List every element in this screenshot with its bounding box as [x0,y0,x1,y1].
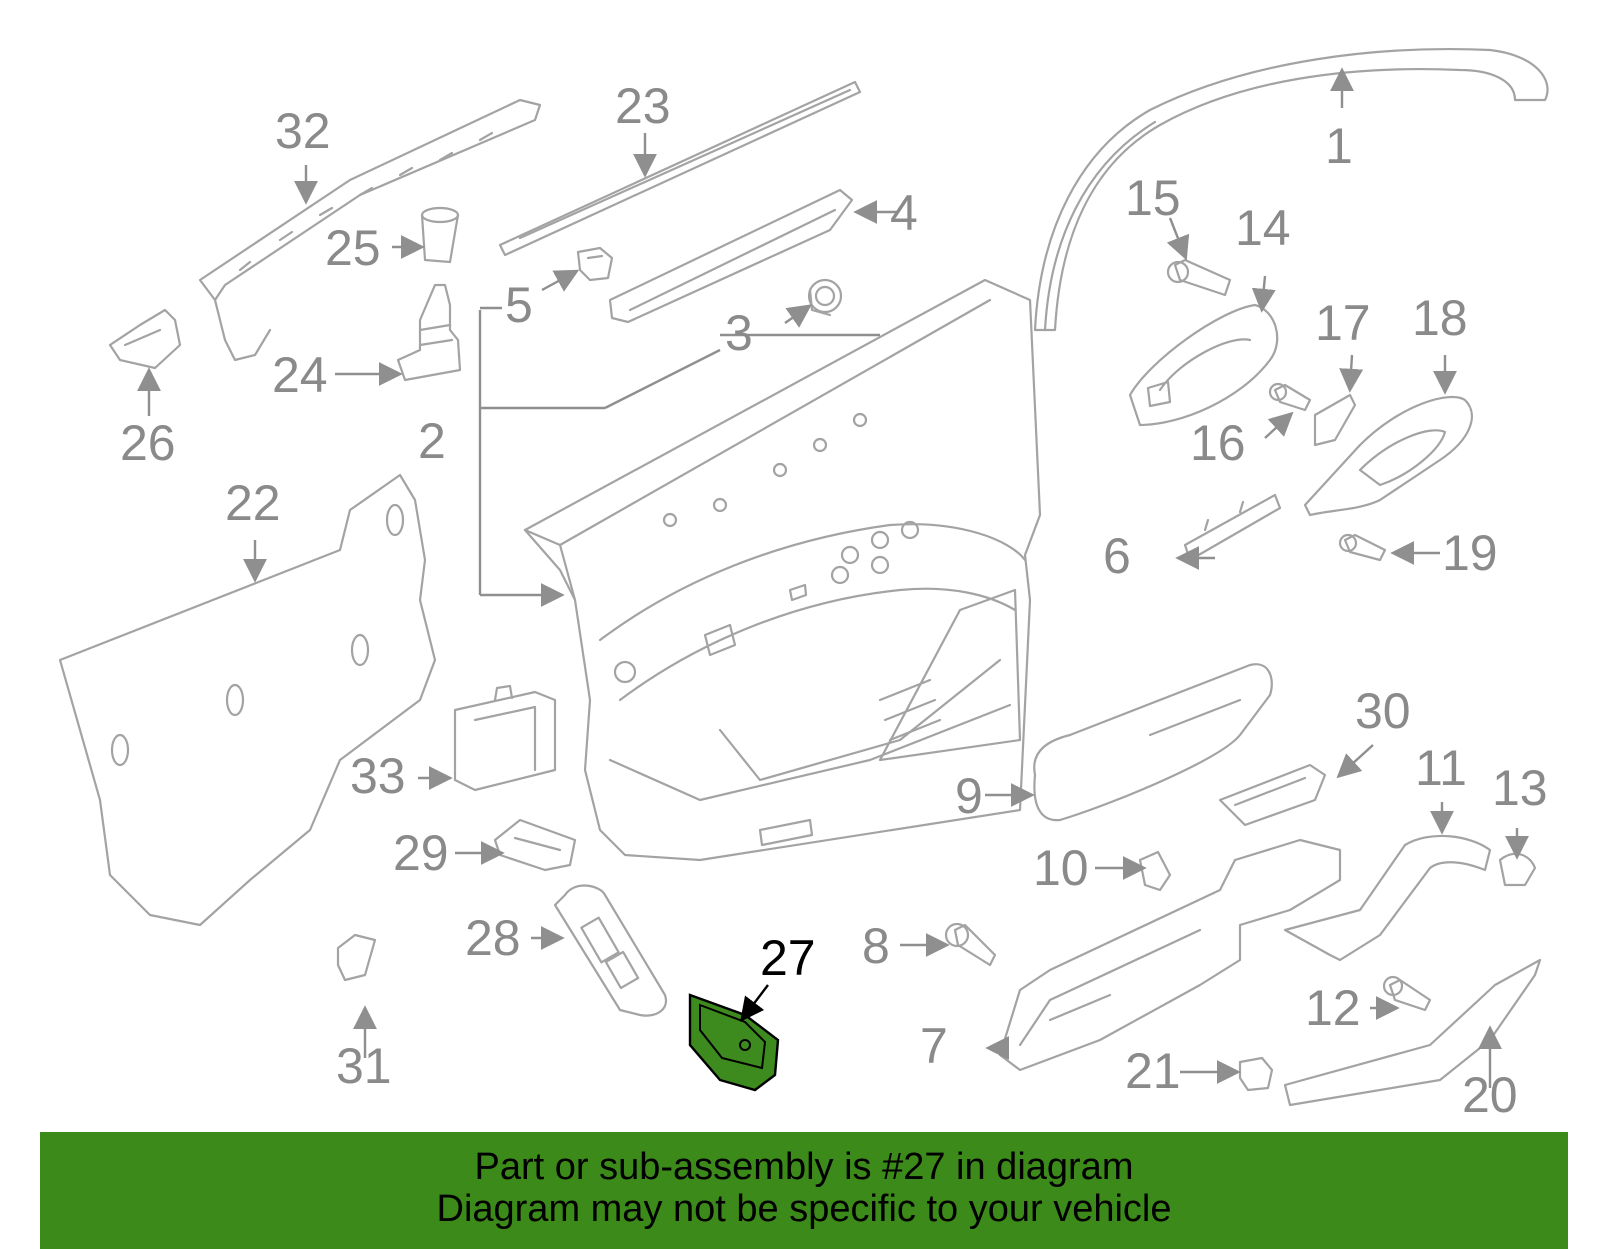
part-32-upper-trim [198,98,542,362]
callout-13: 13 [1492,760,1548,816]
callout-7: 7 [920,1018,948,1074]
callout-22: 22 [225,475,281,531]
part-14-handle-housing [1128,303,1279,427]
callout-15: 15 [1125,170,1181,226]
part-25-clip [420,206,460,264]
callout-23: 23 [615,78,671,134]
part-23-molding [498,80,862,257]
callout-12: 12 [1305,980,1361,1036]
part-13-cap [1498,852,1537,887]
leader-lines [137,67,1529,1088]
callout-16: 16 [1190,415,1246,471]
part-2-door-trim-panel [523,278,1042,862]
part-12-screw [1382,975,1432,1012]
callout-25: 25 [325,220,381,276]
part-6-trim [1183,493,1282,562]
callout-14: 14 [1235,200,1291,256]
part-19-screw [1338,533,1387,562]
callout-3: 3 [725,305,753,361]
callout-29: 29 [393,825,449,881]
part-7-switch-panel [998,838,1342,1072]
part-29-bracket [493,818,577,872]
callout-6: 6 [1103,528,1131,584]
part-31-clip [336,933,377,982]
part-33-module [453,684,557,792]
banner-line-2: Diagram may not be specific to your vehi… [436,1188,1172,1230]
part-17-cap [1313,393,1357,447]
callout-5: 5 [505,277,533,333]
callout-28: 28 [465,910,521,966]
callout-9: 9 [955,768,983,824]
callout-31: 31 [336,1038,392,1094]
part-27-window-switch [688,993,780,1092]
part-11-pull-handle [1283,834,1492,962]
part-1-weatherstrip [1033,48,1549,332]
callout-30: 30 [1355,683,1411,739]
part-21-clip [1238,1056,1274,1092]
callout-4: 4 [890,185,918,241]
part-8-screw [944,922,997,967]
part-16-screw [1268,382,1312,412]
part-5-clip [576,246,614,282]
part-15-screw [1166,258,1232,297]
banner-line-1: Part or sub-assembly is #27 in diagram [474,1146,1134,1188]
part-18-handle-bezel [1303,395,1473,517]
callout-10: 10 [1033,840,1089,896]
part-20-trim [1283,958,1542,1107]
callout-21: 21 [1125,1043,1181,1099]
part-22-water-shield [58,473,437,927]
callout-33: 33 [350,748,406,804]
part-24-bracket [396,283,462,382]
callout-26: 26 [120,415,176,471]
callout-27: 27 [760,930,816,986]
callout-17: 17 [1315,295,1371,351]
callout-19: 19 [1442,525,1498,581]
callout-20: 20 [1462,1067,1518,1123]
part-10-clip [1138,850,1172,892]
part-4-trim-strip [608,188,854,324]
part-3-clip [807,278,843,317]
part-9-armrest [1033,663,1273,822]
part-30-cup [1218,763,1327,827]
info-banner: Part or sub-assembly is #27 in diagram D… [40,1132,1568,1249]
callout-24: 24 [272,347,328,403]
callout-8: 8 [862,918,890,974]
callout-32: 32 [275,103,331,159]
part-28-switch-bezel [553,884,668,1017]
callout-1: 1 [1325,118,1353,174]
callout-labels: 1 2 3 4 5 6 7 8 9 10 11 12 13 14 15 16 1… [120,78,1548,1123]
callout-2: 2 [418,413,446,469]
callout-11: 11 [1415,740,1467,796]
part-26-clip [108,308,182,370]
callout-18: 18 [1412,290,1468,346]
